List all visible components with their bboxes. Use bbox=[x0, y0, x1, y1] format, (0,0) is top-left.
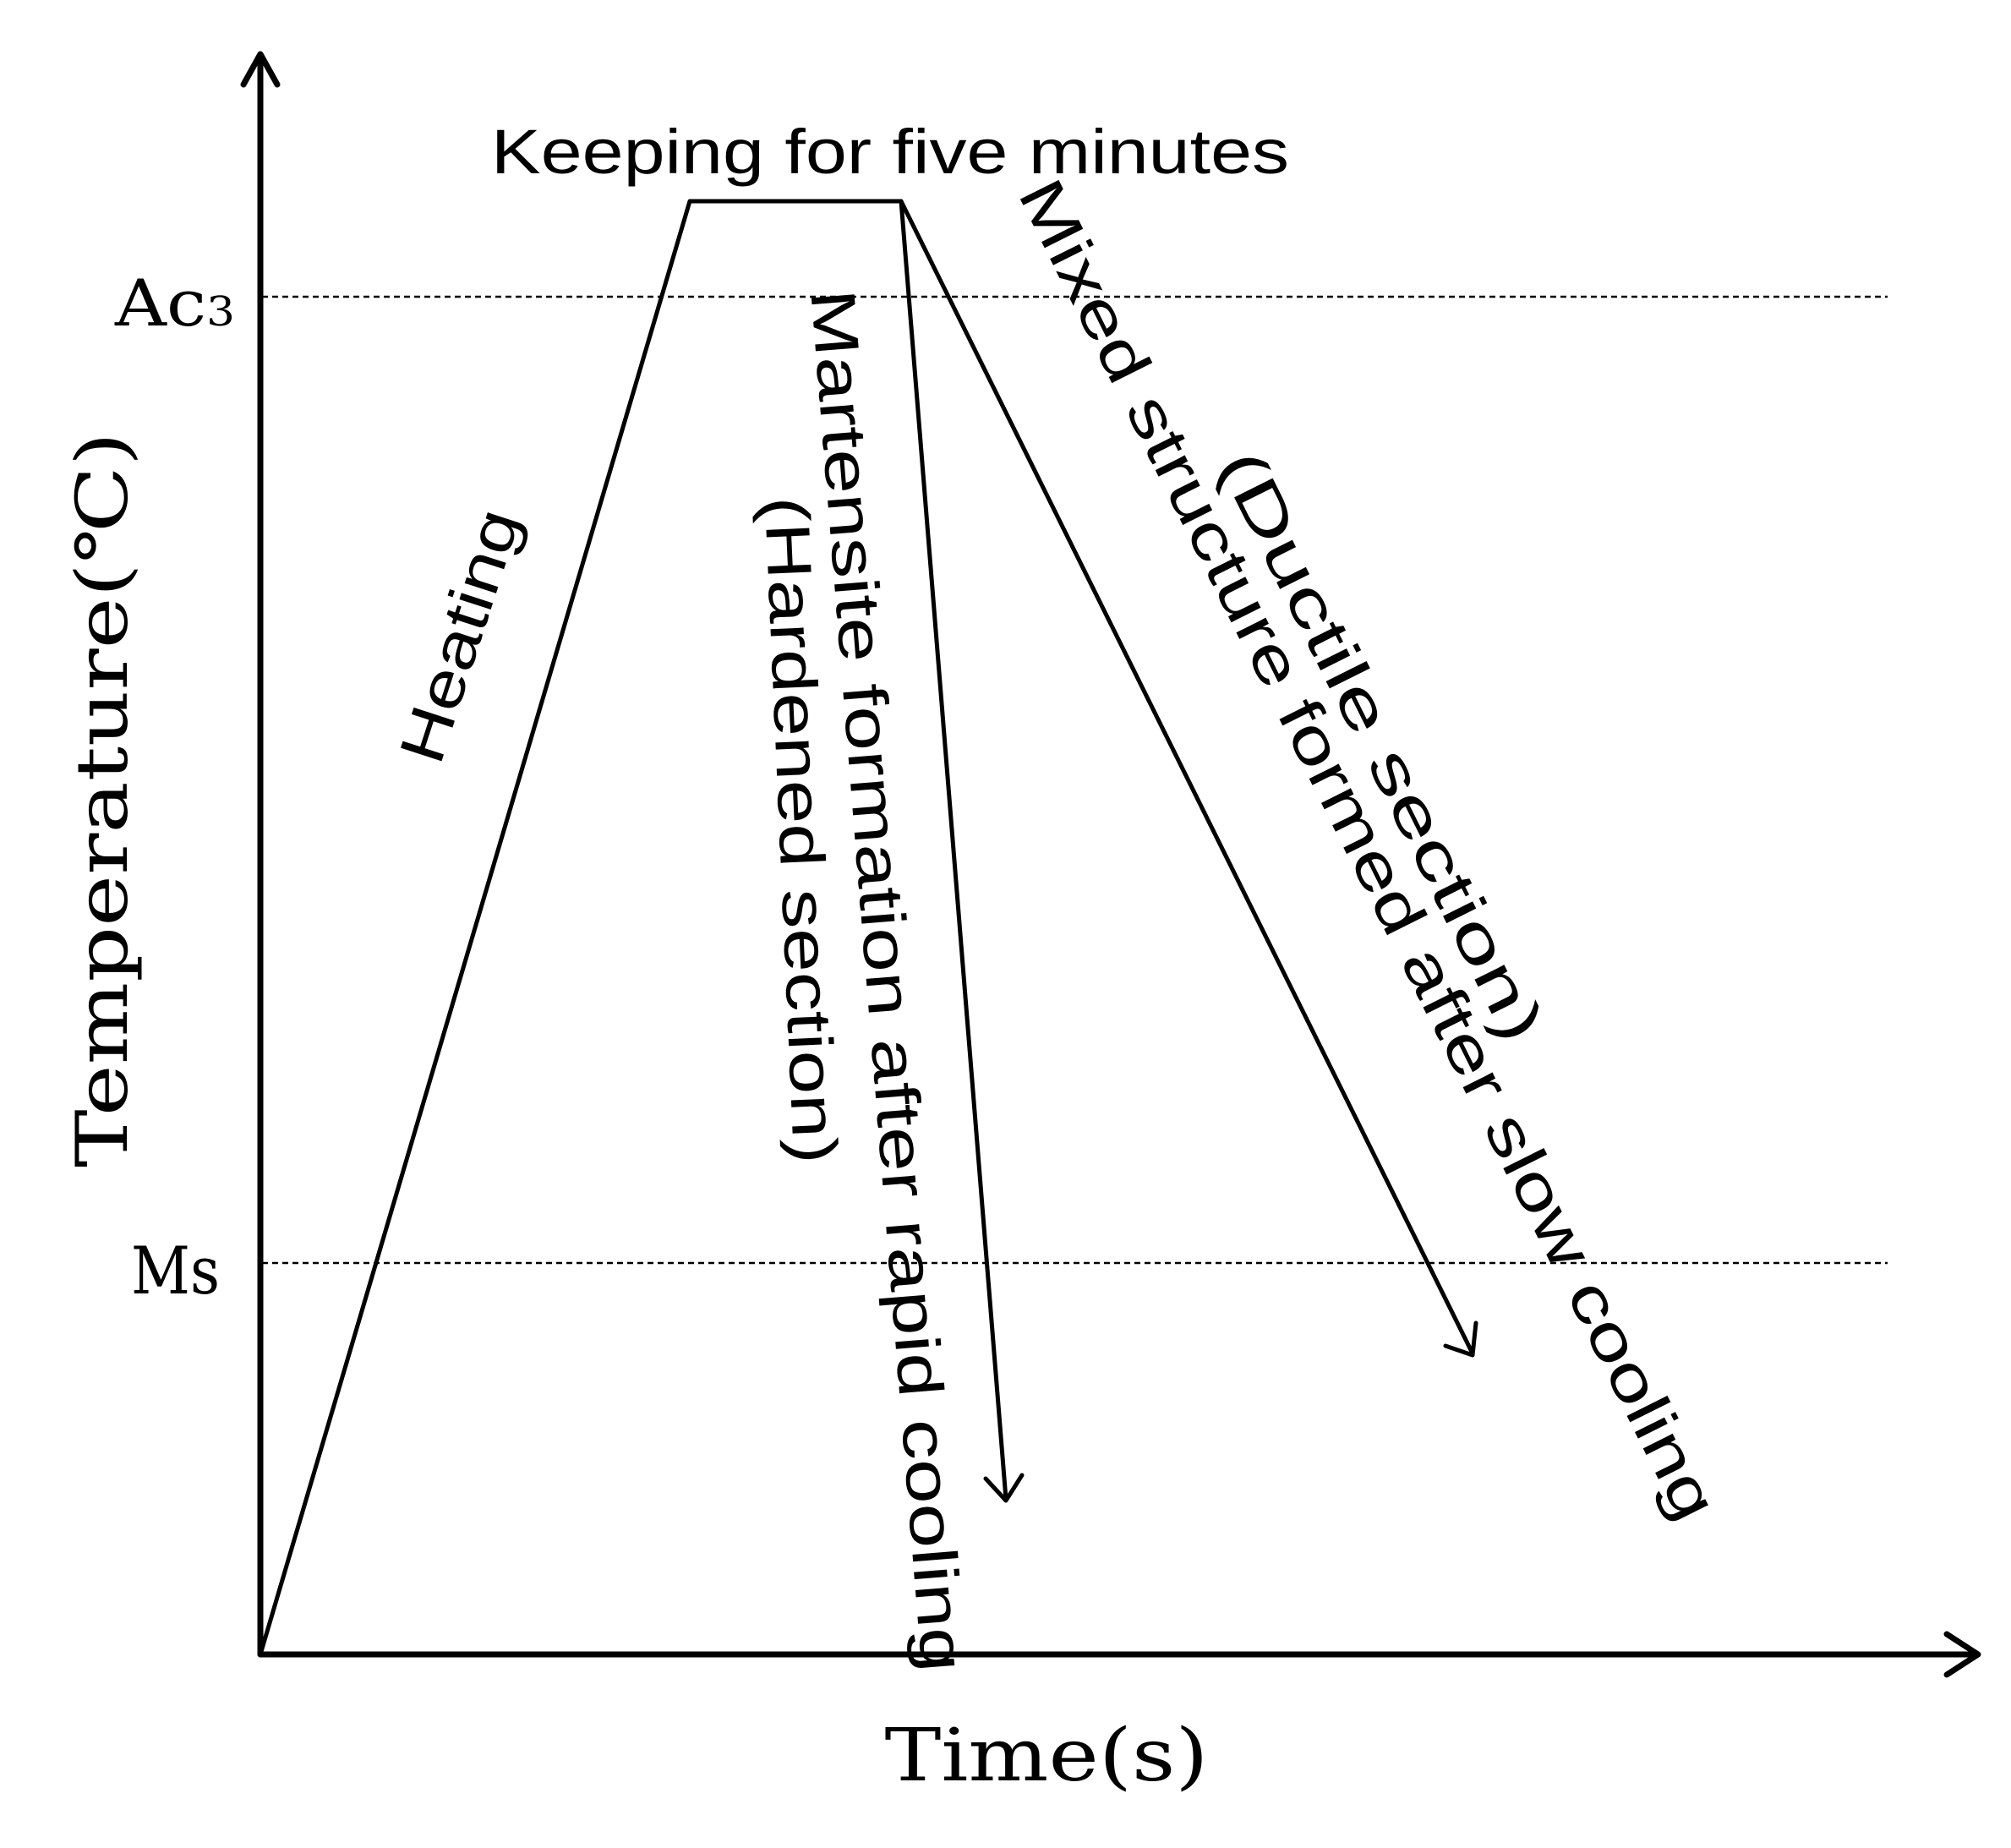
rapid-cooling-line bbox=[899, 199, 1008, 1501]
y-axis-title: Temperature(℃) bbox=[61, 432, 144, 1167]
slow-cooling-line bbox=[899, 199, 1475, 1356]
slow-cooling-arrowhead bbox=[1443, 1320, 1478, 1358]
hold-annotation: Keeping for five minutes bbox=[491, 117, 1289, 187]
y-axis-arrowhead bbox=[240, 51, 281, 88]
axes bbox=[240, 51, 1981, 1678]
reference-levels bbox=[262, 295, 1888, 1265]
x-axis-title: Time(s) bbox=[885, 1714, 1209, 1798]
heating-annotation: Heating bbox=[385, 500, 533, 771]
ac3-label-subscript: 3 bbox=[206, 288, 235, 336]
slow-cooling-annotation: Mixed structure formed after slow coolin… bbox=[1005, 168, 1732, 1531]
ms-label: Ms bbox=[131, 1233, 220, 1309]
heating-and-hold-line bbox=[258, 199, 904, 1657]
x-axis-arrowhead bbox=[1943, 1631, 1981, 1678]
temperature-profile bbox=[258, 199, 1478, 1657]
ductile-section-annotation: (Ductile section) bbox=[1205, 439, 1559, 1052]
rapid-cooling-arrowhead bbox=[983, 1473, 1025, 1503]
